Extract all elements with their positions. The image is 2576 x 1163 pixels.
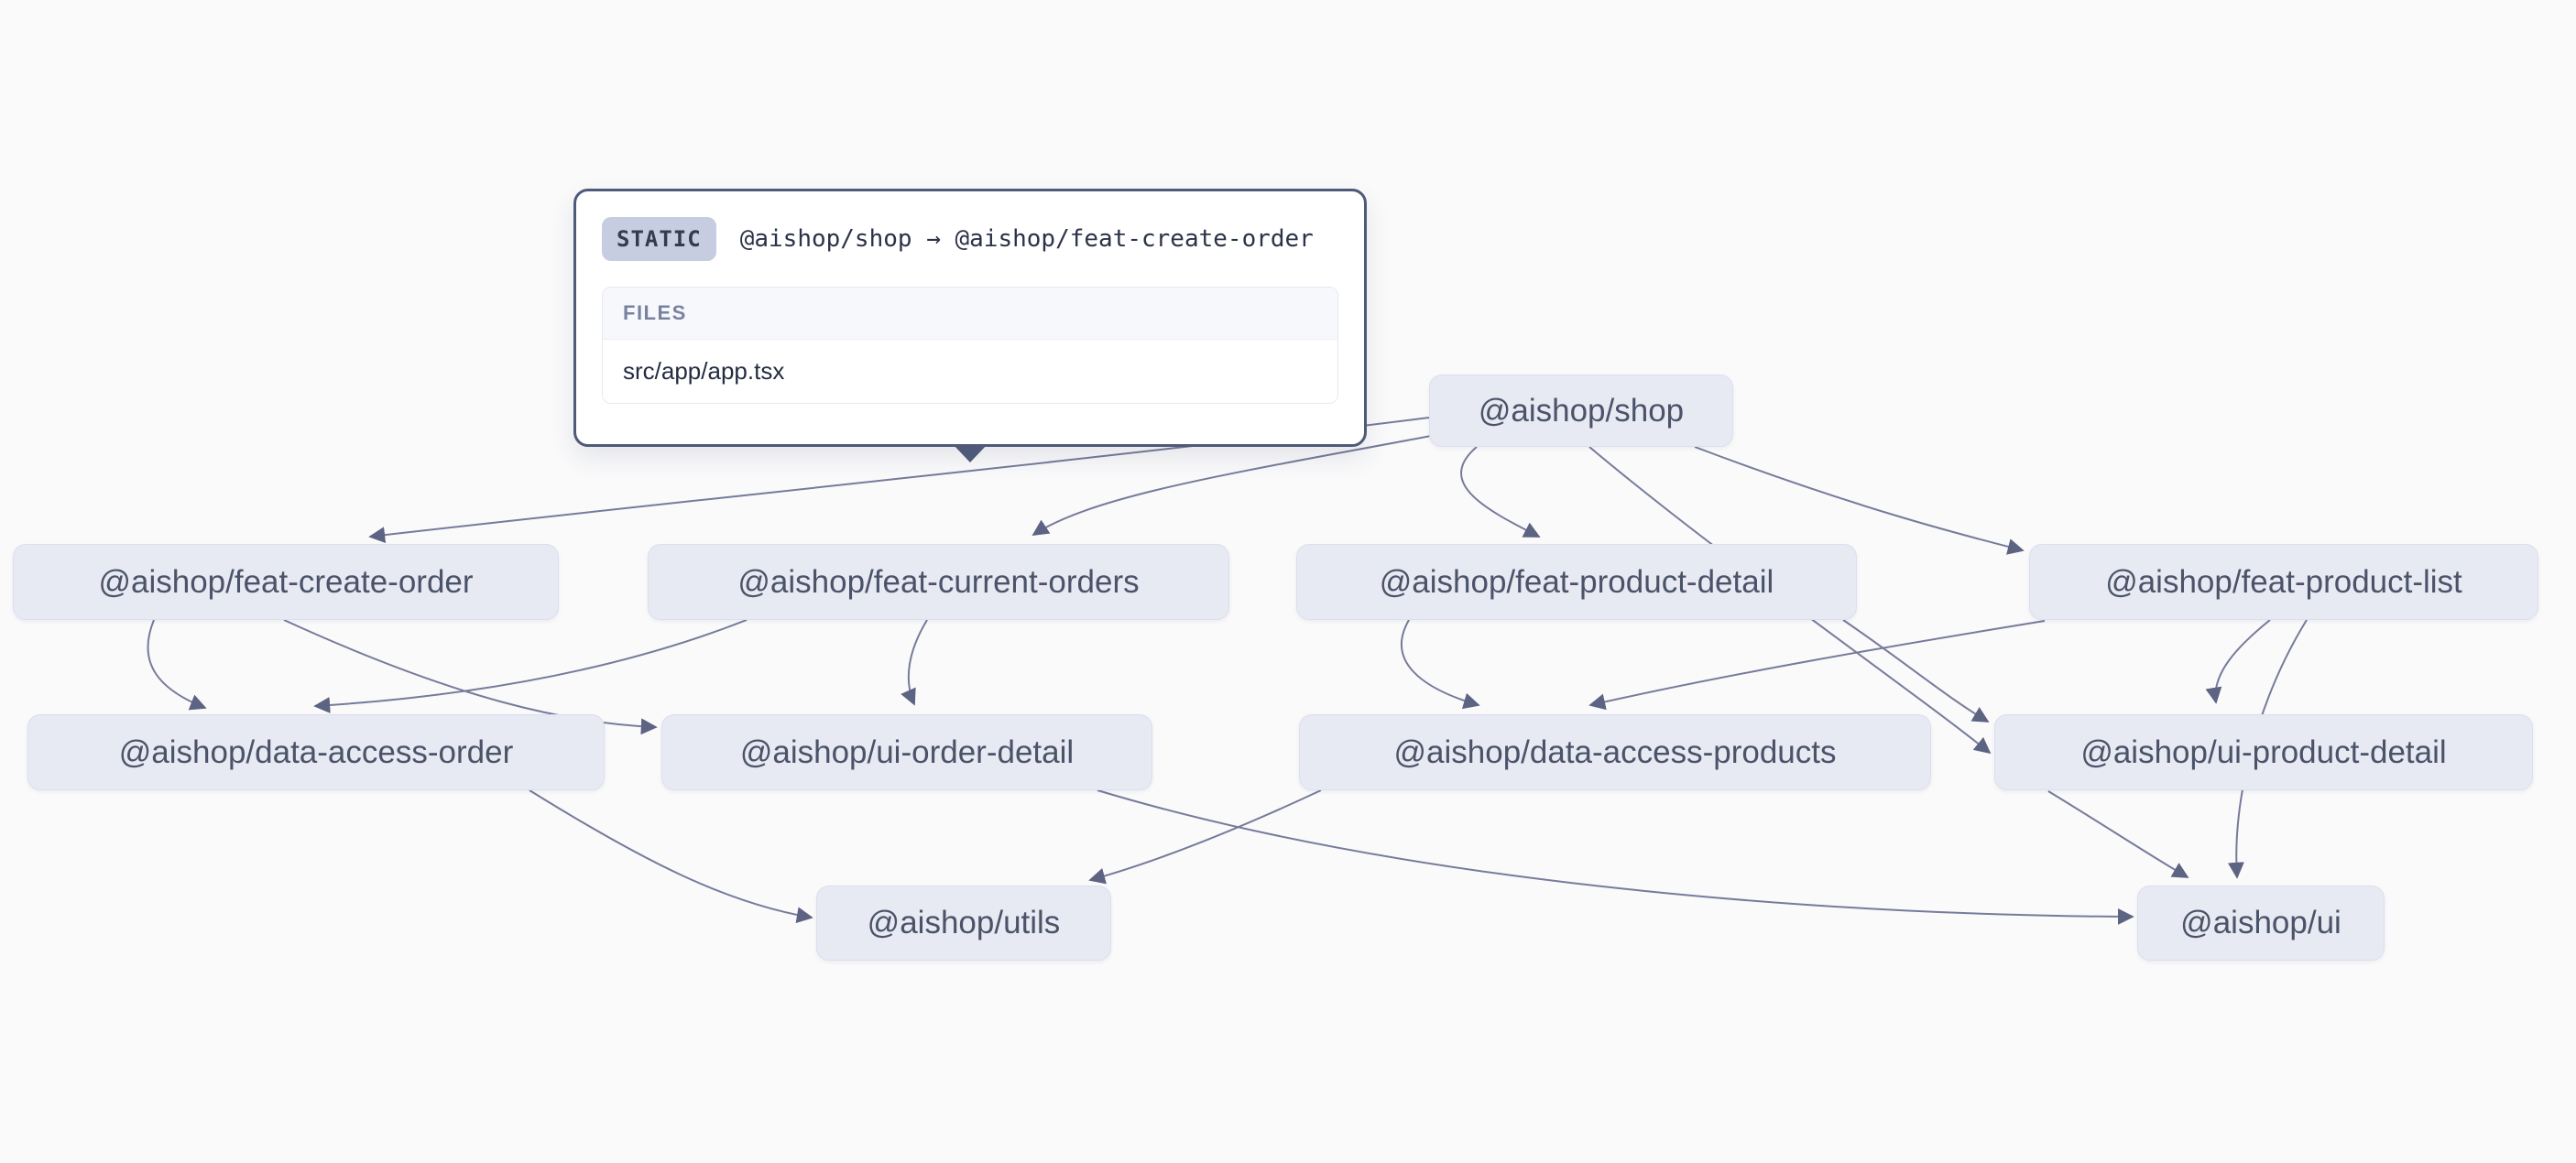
edge-feat-current-orders-ui-order-detail[interactable] xyxy=(901,619,928,706)
node-feat-current-orders[interactable]: @aishop/feat-current-orders xyxy=(648,544,1229,620)
files-box: FILES src/app/app.tsx xyxy=(602,287,1338,404)
edge-tooltip: STATIC @aishop/shop → @aishop/feat-creat… xyxy=(573,189,1367,447)
edge-feat-product-list-ui-product-detail[interactable] xyxy=(2205,619,2271,704)
edge-ui-order-detail-ui[interactable] xyxy=(1097,789,2134,925)
node-data-access-products[interactable]: @aishop/data-access-products xyxy=(1299,714,1931,790)
node-ui-order-detail[interactable]: @aishop/ui-order-detail xyxy=(661,714,1152,790)
node-ui[interactable]: @aishop/ui xyxy=(2137,886,2385,961)
tooltip-header: STATIC @aishop/shop → @aishop/feat-creat… xyxy=(602,217,1338,261)
tooltip-caret-icon xyxy=(953,444,988,462)
edge-feat-product-list-data-access-products[interactable] xyxy=(1588,620,2046,711)
edge-data-access-products-utils[interactable] xyxy=(1088,789,1322,885)
dependency-type-badge: STATIC xyxy=(602,217,716,261)
edge-shop-feat-product-detail[interactable] xyxy=(1460,446,1541,538)
node-feat-create-order[interactable]: @aishop/feat-create-order xyxy=(13,544,559,620)
tooltip-edge-title: @aishop/shop → @aishop/feat-create-order xyxy=(739,225,1314,253)
edge-shop-feat-product-list[interactable] xyxy=(1694,446,2025,555)
node-feat-product-detail[interactable]: @aishop/feat-product-detail xyxy=(1296,544,1857,620)
node-shop[interactable]: @aishop/shop xyxy=(1429,375,1733,447)
edge-data-access-order-utils[interactable] xyxy=(529,789,813,924)
node-ui-product-detail[interactable]: @aishop/ui-product-detail xyxy=(1994,714,2533,790)
edge-feat-create-order-data-access-order[interactable] xyxy=(147,619,207,711)
edge-feat-create-order-ui-order-detail[interactable] xyxy=(283,619,658,735)
node-feat-product-list[interactable]: @aishop/feat-product-list xyxy=(2029,544,2538,620)
edge-ui-product-detail-ui[interactable] xyxy=(2047,790,2189,878)
edge-shop-feat-current-orders[interactable] xyxy=(1031,435,1432,536)
files-list: src/app/app.tsx xyxy=(603,340,1337,403)
edge-feat-product-detail-data-access-products[interactable] xyxy=(1401,619,1480,710)
edge-feat-product-detail-ui-product-detail[interactable] xyxy=(1842,619,1990,723)
edge-feat-current-orders-data-access-order[interactable] xyxy=(313,619,748,713)
files-header-label: FILES xyxy=(603,288,1337,340)
node-data-access-order[interactable]: @aishop/data-access-order xyxy=(27,714,605,790)
node-utils[interactable]: @aishop/utils xyxy=(816,886,1111,961)
file-row: src/app/app.tsx xyxy=(603,340,1337,403)
